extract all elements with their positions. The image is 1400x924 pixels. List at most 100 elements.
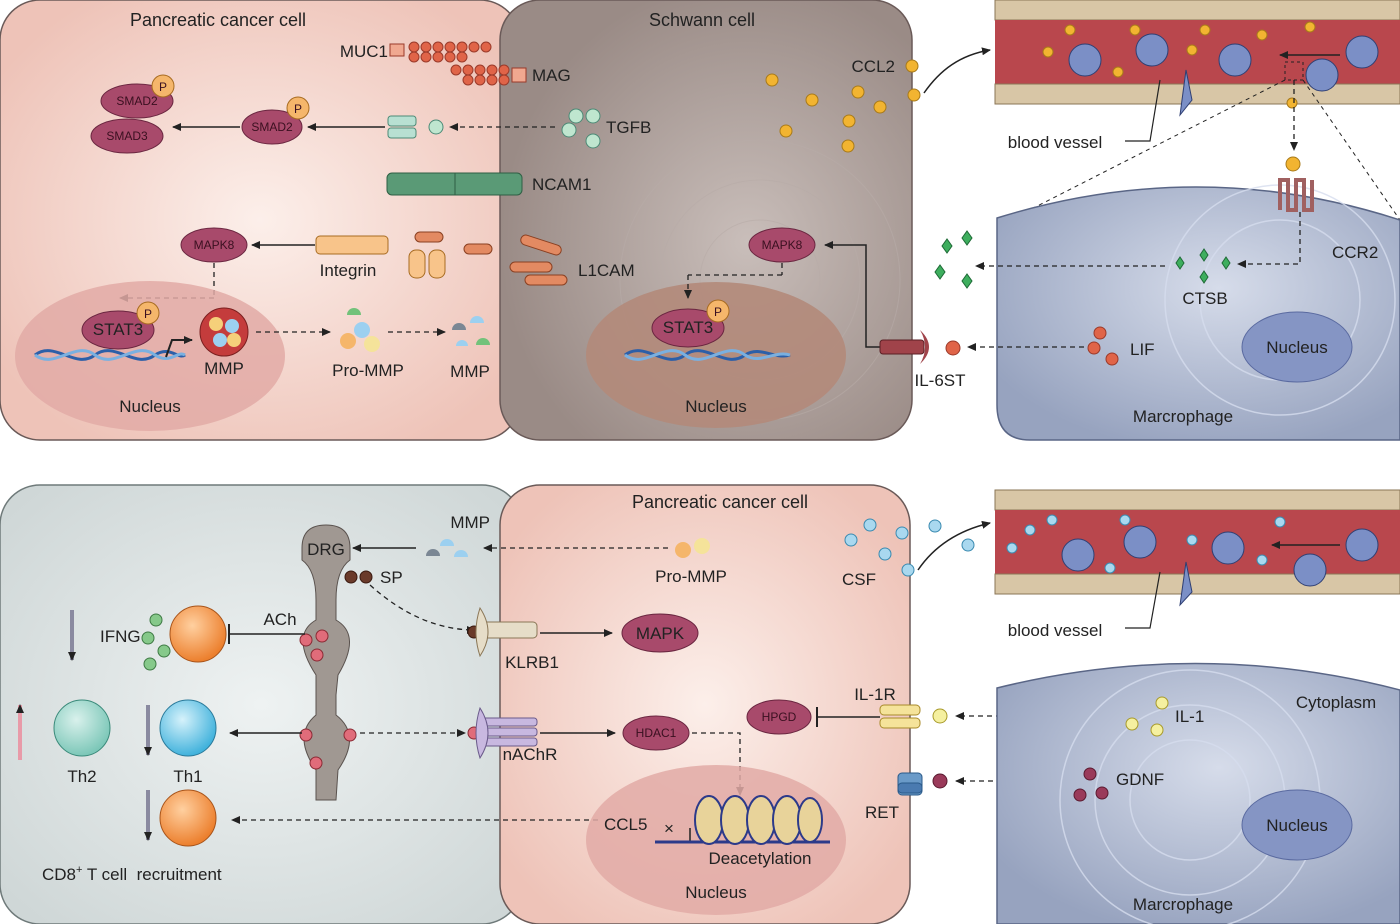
- smad2-b: [241, 109, 303, 145]
- mmp-bundle-icon: [199, 307, 249, 357]
- lif-dots: [1087, 326, 1119, 366]
- blood-vessel-bottom-label: blood vessel: [1008, 621, 1103, 640]
- dna-helix-icon: [34, 349, 186, 361]
- mmp-fragments-icon: [452, 316, 490, 346]
- drg-neuron-icon: [301, 524, 351, 801]
- nucleus-mac-top-label: Nucleus: [1266, 338, 1327, 357]
- schwann-cell-title: Schwann cell: [649, 10, 755, 30]
- mag-label: MAG: [532, 66, 571, 85]
- cd8-cell: [159, 789, 217, 847]
- hpgd-node: [746, 699, 812, 735]
- il1-label: IL-1: [1175, 707, 1204, 726]
- l1cam-icon: [414, 231, 568, 286]
- mapk-label: MAPK: [636, 624, 685, 643]
- il1r-label: IL-1R: [854, 685, 896, 704]
- nucleus-mac-bottom-label: Nucleus: [1266, 816, 1327, 835]
- smad2-label-a: SMAD2: [116, 94, 158, 108]
- gdnf-label: GDNF: [1116, 770, 1164, 789]
- mmp-bottom-label: MMP: [450, 513, 490, 532]
- gdnf-dots: [1073, 767, 1109, 802]
- ccr2-label: CCR2: [1332, 243, 1378, 262]
- blood-vessel-label: blood vessel: [1008, 133, 1103, 152]
- klrb1-receptor-icon: [475, 606, 538, 658]
- nachr-label: nAChR: [503, 745, 558, 764]
- mapk8-right-label: MAPK8: [762, 238, 803, 252]
- nucleus-mac-bottom: [1241, 789, 1353, 861]
- macrophage-top-label: Marcrophage: [1133, 407, 1233, 426]
- il1r-receptor-icon: [879, 704, 921, 729]
- smad2-smad3-complex: [90, 74, 175, 154]
- ret-label: RET: [865, 803, 899, 822]
- blood-vessel-icon: [994, 0, 1400, 105]
- ccr2-receptor-icon: [1278, 178, 1314, 212]
- mmp-out-label: MMP: [450, 362, 490, 381]
- smad2-label-b: SMAD2: [251, 120, 293, 134]
- integrin-icon: [315, 235, 446, 279]
- nucleus-mac-top: [1241, 311, 1353, 383]
- mapk8-left: [180, 227, 248, 263]
- macrophage-cell-icon: [1068, 33, 1379, 92]
- ccl2-dots: [765, 59, 921, 153]
- macrophage-top: [996, 186, 1400, 441]
- cd8-label: CD8+ T cell recruitment: [42, 864, 222, 884]
- tgfb-label: TGFB: [606, 118, 651, 137]
- nucleus-bottom-label: Nucleus: [685, 883, 746, 902]
- phospho-label-b: P: [294, 102, 302, 116]
- t-cell-icon: [169, 605, 227, 663]
- ctsb-stars: [934, 230, 1231, 289]
- pro-mmp-label: Pro-MMP: [332, 361, 404, 380]
- th1-label: Th1: [173, 767, 202, 786]
- cancer-cell-title: Pancreatic cancer cell: [130, 10, 306, 30]
- stat3-left-label: STAT3: [93, 320, 143, 339]
- ccl5-label: CCL5: [604, 815, 647, 834]
- mapk8-left-label: MAPK8: [194, 238, 235, 252]
- nucleus-schwann-label: Nucleus: [685, 397, 746, 416]
- deacetylation-label: Deacetylation: [708, 849, 811, 868]
- cancer-cell-bottom-title: Pancreatic cancer cell: [632, 492, 808, 512]
- phospho-label-d: P: [714, 305, 722, 319]
- phospho-label-a: P: [159, 80, 167, 94]
- dna-helix-icon-2: [624, 349, 791, 361]
- muc1-chain-icon: [389, 41, 527, 86]
- sp-label: SP: [380, 568, 403, 587]
- ach-label: ACh: [263, 610, 296, 629]
- mmp-fragments-bottom: [426, 539, 468, 557]
- smad3-label: SMAD3: [106, 129, 148, 143]
- nachr-receptor-icon: [475, 706, 538, 760]
- ret-receptor-icon: [897, 772, 923, 796]
- mapk-node: [621, 613, 699, 653]
- integrin-label: Integrin: [320, 261, 377, 280]
- tgfb-ligands: [561, 108, 601, 149]
- il6st-receptor-icon: [879, 330, 929, 364]
- pro-mmp-bottom-icon: [675, 538, 710, 558]
- cross-mark-icon: ×: [664, 819, 674, 838]
- ccl2-label: CCL2: [852, 57, 895, 76]
- macrophage-bottom-label: Marcrophage: [1133, 895, 1233, 914]
- klrb1-label: KLRB1: [505, 653, 559, 672]
- csf-dots: [844, 518, 975, 577]
- drg-label: DRG: [307, 540, 345, 559]
- phospho-label-c: P: [144, 307, 152, 321]
- mapk8-right: [748, 227, 816, 263]
- ctsb-label: CTSB: [1182, 289, 1227, 308]
- pro-mmp-icon: [340, 308, 380, 352]
- pro-mmp-bottom-label: Pro-MMP: [655, 567, 727, 586]
- nucleus-left-label: Nucleus: [119, 397, 180, 416]
- ifng-label: IFNG: [100, 627, 141, 646]
- hdac1-label: HDAC1: [636, 726, 677, 740]
- lif-label: LIF: [1130, 340, 1155, 359]
- th2-label: Th2: [67, 767, 96, 786]
- muc1-label: MUC1: [340, 42, 388, 61]
- nucleosome-icon: [655, 795, 830, 845]
- il1-dots: [1125, 696, 1169, 737]
- th2-cell: [53, 699, 111, 757]
- stat3-right-label: STAT3: [663, 318, 713, 337]
- ncam1-label: NCAM1: [532, 175, 592, 194]
- il6st-label: IL-6ST: [914, 371, 965, 390]
- hpgd-label: HPGD: [762, 710, 797, 724]
- th1-cell: [159, 699, 217, 757]
- blood-vessel-bottom: [994, 489, 1400, 595]
- mmp-in-label: MMP: [204, 359, 244, 378]
- l1cam-label: L1CAM: [578, 261, 635, 280]
